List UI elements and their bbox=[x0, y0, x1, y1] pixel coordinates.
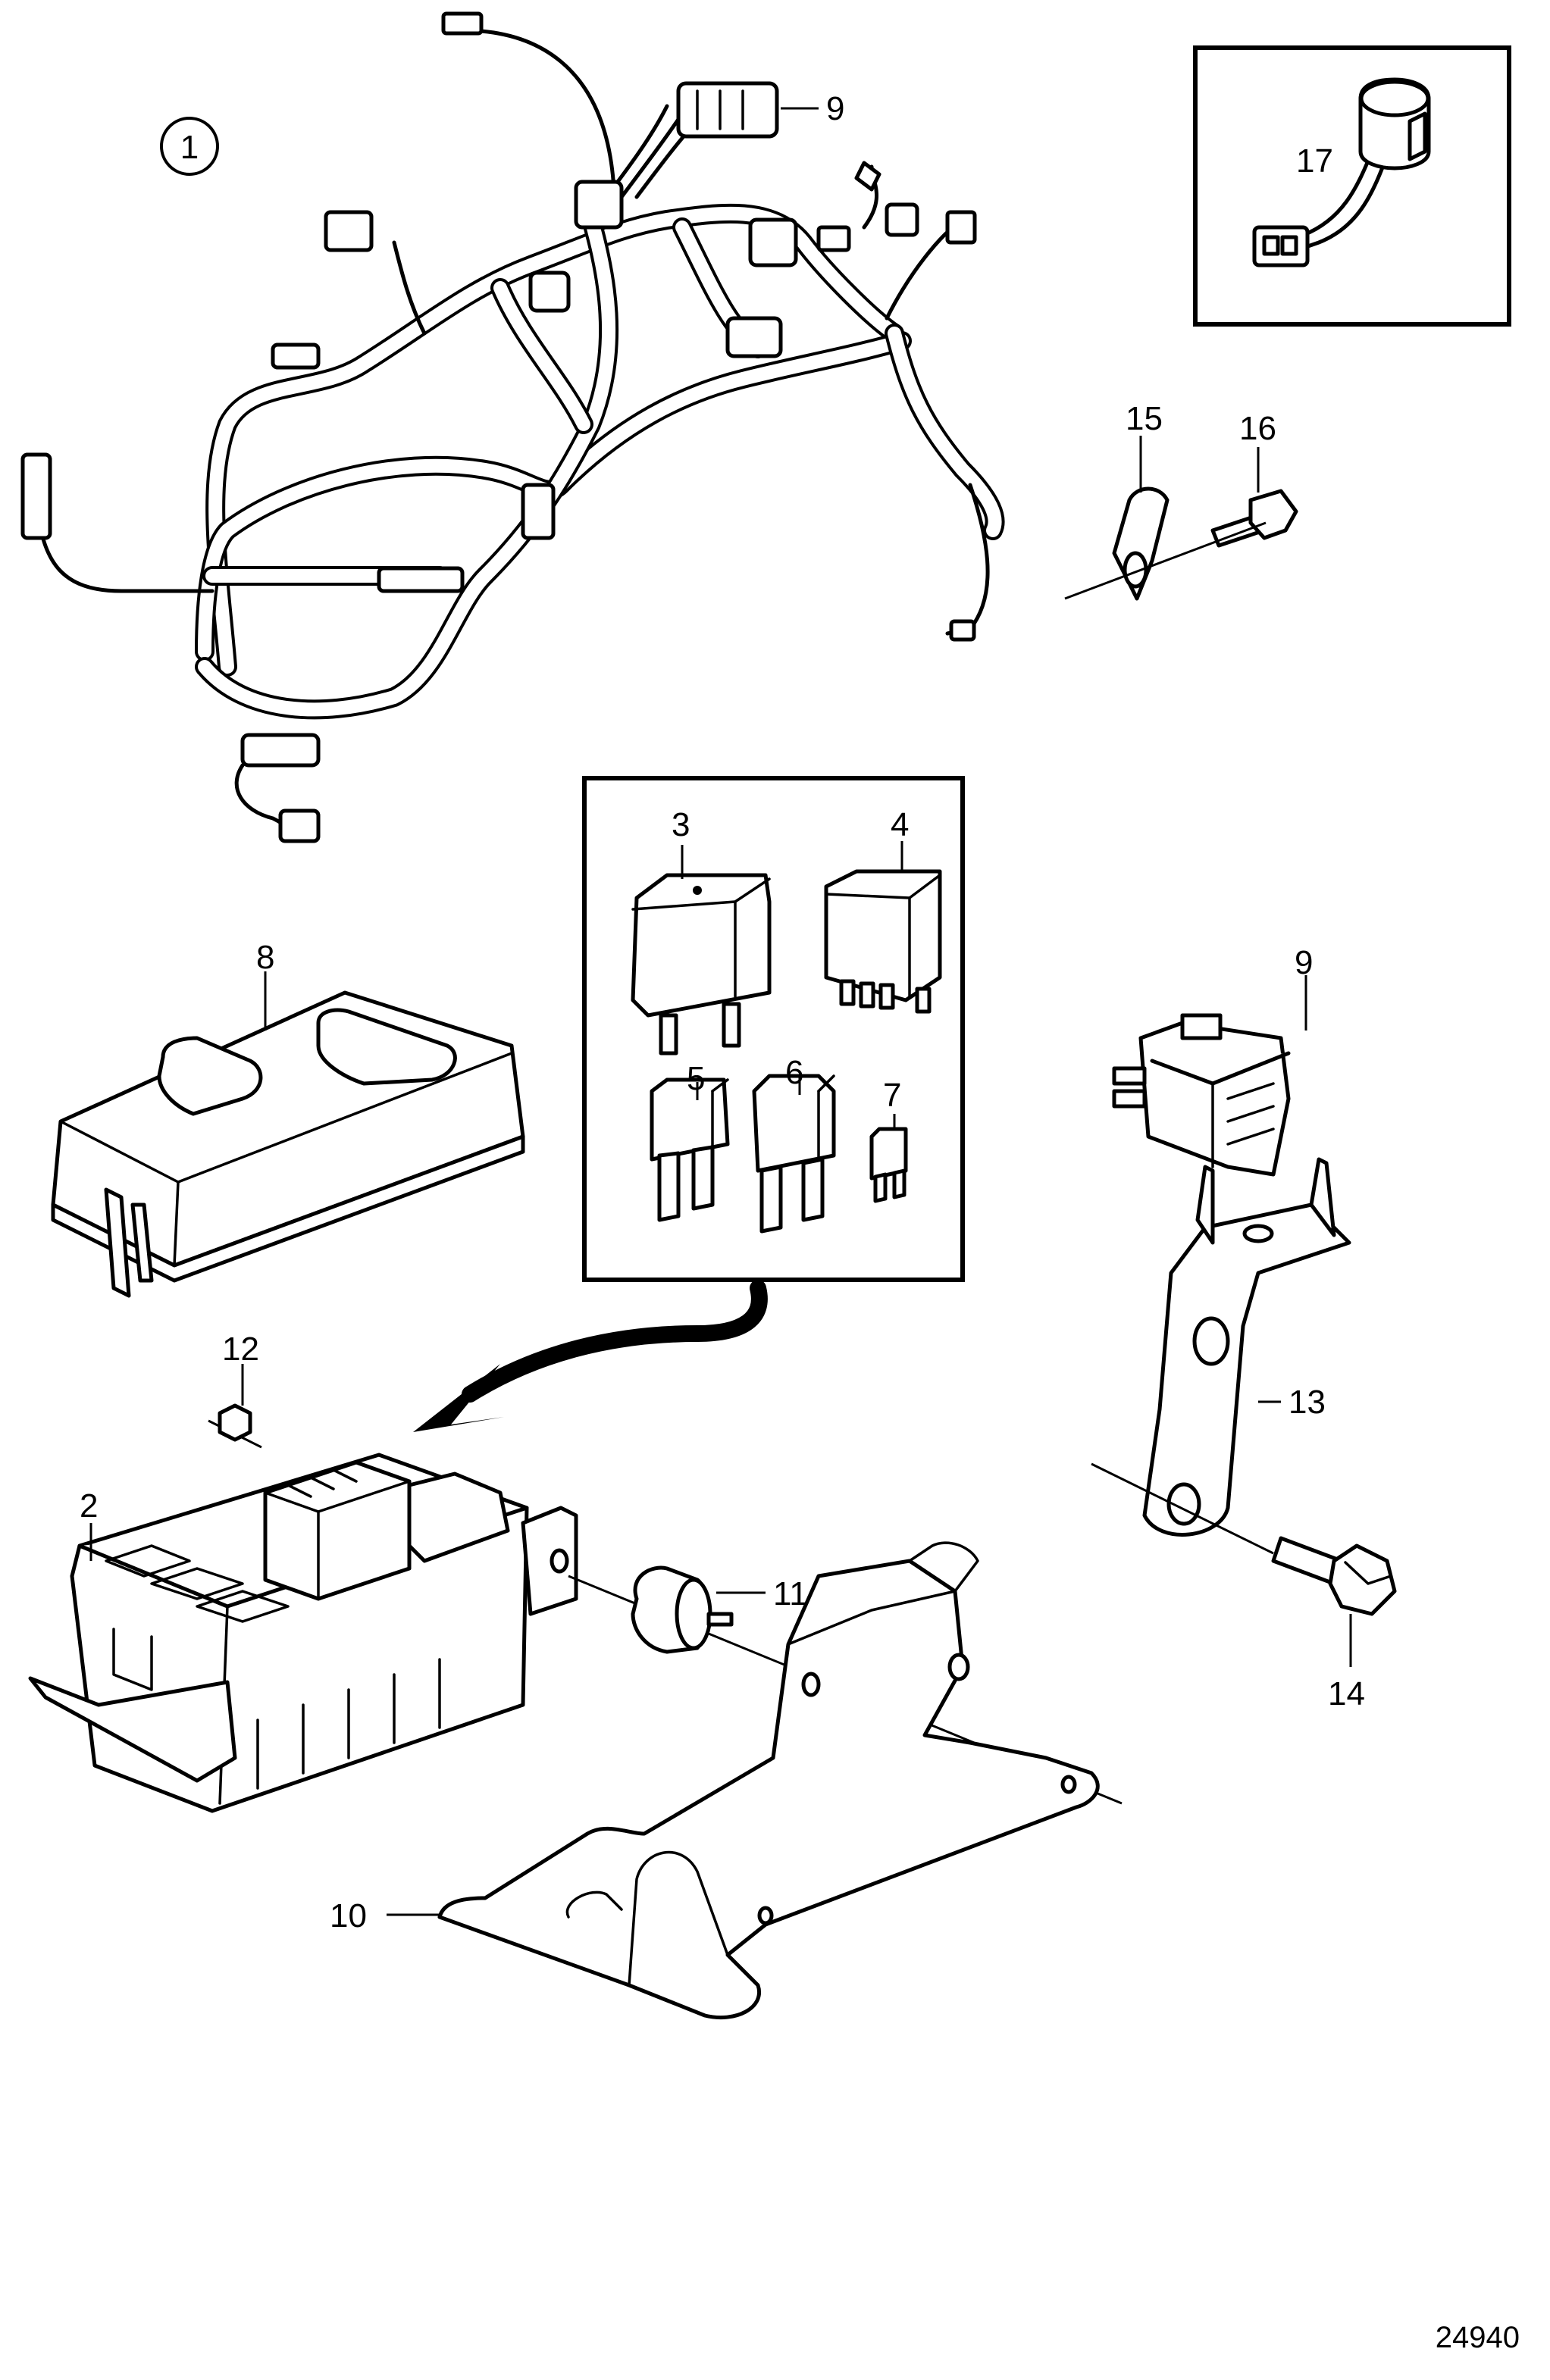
callout-11: 11 bbox=[773, 1575, 808, 1612]
callout-16: 16 bbox=[1239, 410, 1276, 447]
callout-3: 3 bbox=[672, 806, 690, 843]
inset-frame-17 bbox=[1193, 45, 1511, 327]
figure-number: 24940 bbox=[1436, 2321, 1520, 2354]
connector-17 bbox=[1252, 77, 1431, 267]
inset-frame-relays bbox=[582, 776, 965, 1282]
callout-15: 15 bbox=[1126, 400, 1163, 437]
callout-12: 12 bbox=[222, 1331, 259, 1368]
relay-4 bbox=[824, 869, 942, 1014]
bracket-10 bbox=[437, 1541, 1100, 2020]
callout-1-ring: 1 bbox=[160, 117, 219, 176]
wiring-harness bbox=[20, 11, 1005, 843]
fuse-box-cover-8 bbox=[51, 990, 525, 1298]
callout-9: 9 bbox=[1295, 944, 1313, 981]
fuse-5 bbox=[650, 1077, 730, 1222]
connector-9 bbox=[1112, 1013, 1291, 1177]
callout-8: 8 bbox=[256, 939, 274, 976]
callout-6: 6 bbox=[785, 1054, 803, 1091]
callout-2: 2 bbox=[80, 1487, 98, 1525]
relay-3 bbox=[631, 873, 772, 1056]
callout-4: 4 bbox=[891, 806, 909, 843]
callout-13: 13 bbox=[1289, 1384, 1326, 1421]
callout-10: 10 bbox=[330, 1897, 367, 1934]
bolt-14 bbox=[1271, 1536, 1397, 1616]
cable-clip-15 bbox=[1112, 486, 1170, 601]
callout-14: 14 bbox=[1328, 1675, 1365, 1712]
callout-9-harness: 9 bbox=[826, 90, 844, 127]
install-arrow bbox=[413, 1280, 768, 1432]
callout-1: 1 bbox=[180, 129, 199, 166]
fuse-7 bbox=[869, 1127, 908, 1203]
nut-12 bbox=[218, 1403, 252, 1442]
rubber-mount-11 bbox=[631, 1565, 734, 1654]
callout-5: 5 bbox=[687, 1060, 705, 1097]
callout-17: 17 bbox=[1296, 142, 1333, 180]
bracket-13 bbox=[1142, 1157, 1351, 1537]
fuse-box-2 bbox=[28, 1453, 578, 1813]
callout-7: 7 bbox=[883, 1077, 901, 1114]
fuse-6 bbox=[752, 1074, 836, 1234]
